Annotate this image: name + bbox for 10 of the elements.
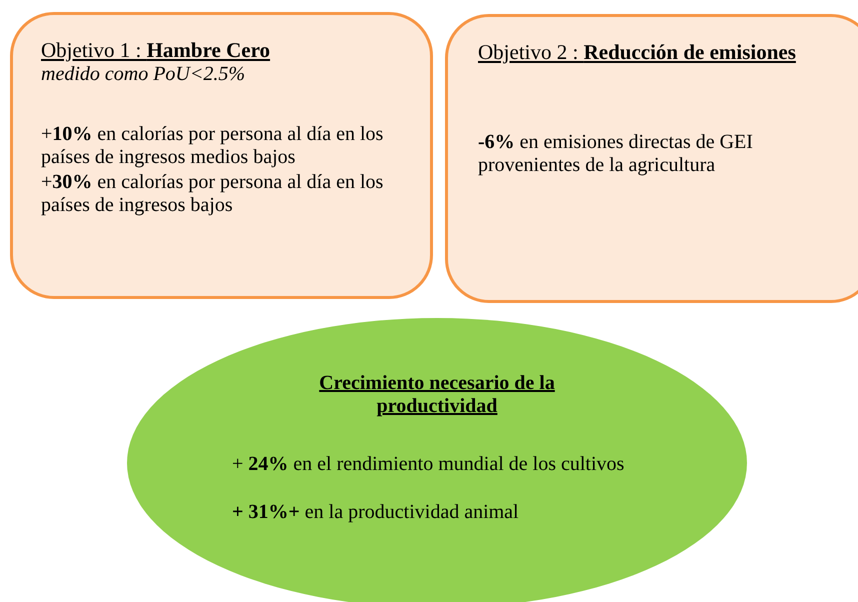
heading: Objetivo 1 : Hambre Cero: [41, 39, 272, 62]
subtitle: medido como PoU<2.5%: [41, 63, 246, 86]
body-text: -6% en emisiones directas de GEI provenientes de la agricultura: [478, 131, 754, 177]
rounded-box: [10, 12, 433, 299]
rounded-box: [445, 14, 858, 303]
body-text: + 31%+ en la productividad animal: [232, 501, 520, 524]
heading: Crecimiento necesario de la productividad: [318, 372, 556, 418]
heading: Objetivo 2 : Reducción de emisiones: [478, 41, 797, 64]
body-text: + 24% en el rendimiento mundial de los cultivos: [232, 453, 626, 476]
body-text: +30% en calorías por persona al día en los países de ingresos bajos: [41, 171, 384, 217]
